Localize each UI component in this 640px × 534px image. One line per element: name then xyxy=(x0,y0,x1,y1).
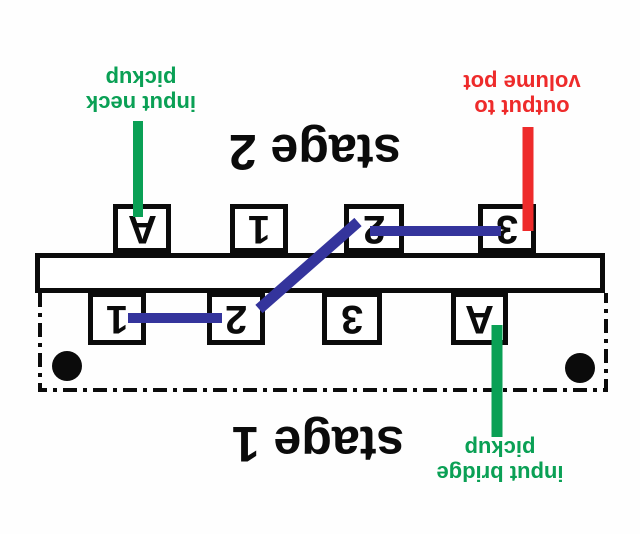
terminal-stage1-A: A xyxy=(451,292,508,345)
terminal-label: 3 xyxy=(340,296,364,341)
terminal-label: A xyxy=(127,206,157,251)
label-line: input bridge xyxy=(436,461,564,486)
mounting-hole-right xyxy=(565,353,595,383)
terminal-stage2-A: A xyxy=(113,204,171,253)
terminal-stage2-3: 3 xyxy=(478,204,536,253)
label-line: pickup xyxy=(105,66,177,91)
terminal-label: 1 xyxy=(247,206,271,251)
mounting-hole-left xyxy=(52,351,82,381)
terminal-stage1-1: 1 xyxy=(88,292,146,345)
input-neck-pickup-label: input neck pickup xyxy=(56,64,226,116)
terminal-label: 2 xyxy=(362,206,386,251)
terminal-label: 2 xyxy=(224,296,248,341)
label-line: input neck xyxy=(86,91,197,116)
terminal-stage2-1: 1 xyxy=(230,204,288,253)
terminal-label: 1 xyxy=(105,296,129,341)
input-bridge-pickup-label: input bridge pickup xyxy=(415,434,585,486)
terminal-stage1-3: 3 xyxy=(322,292,382,345)
label-line: output to xyxy=(474,95,570,120)
output-to-volume-pot-label: output to volume pot xyxy=(437,68,607,120)
stage-2-title: stage 2 xyxy=(228,124,402,180)
terminal-stage1-2: 2 xyxy=(207,292,265,345)
terminal-label: A xyxy=(465,296,494,341)
label-line: pickup xyxy=(464,436,536,461)
switch-contact-bar xyxy=(35,253,605,293)
terminal-stage2-2: 2 xyxy=(344,204,404,253)
terminal-label: 3 xyxy=(495,206,519,251)
label-line: volume pot xyxy=(463,70,581,95)
